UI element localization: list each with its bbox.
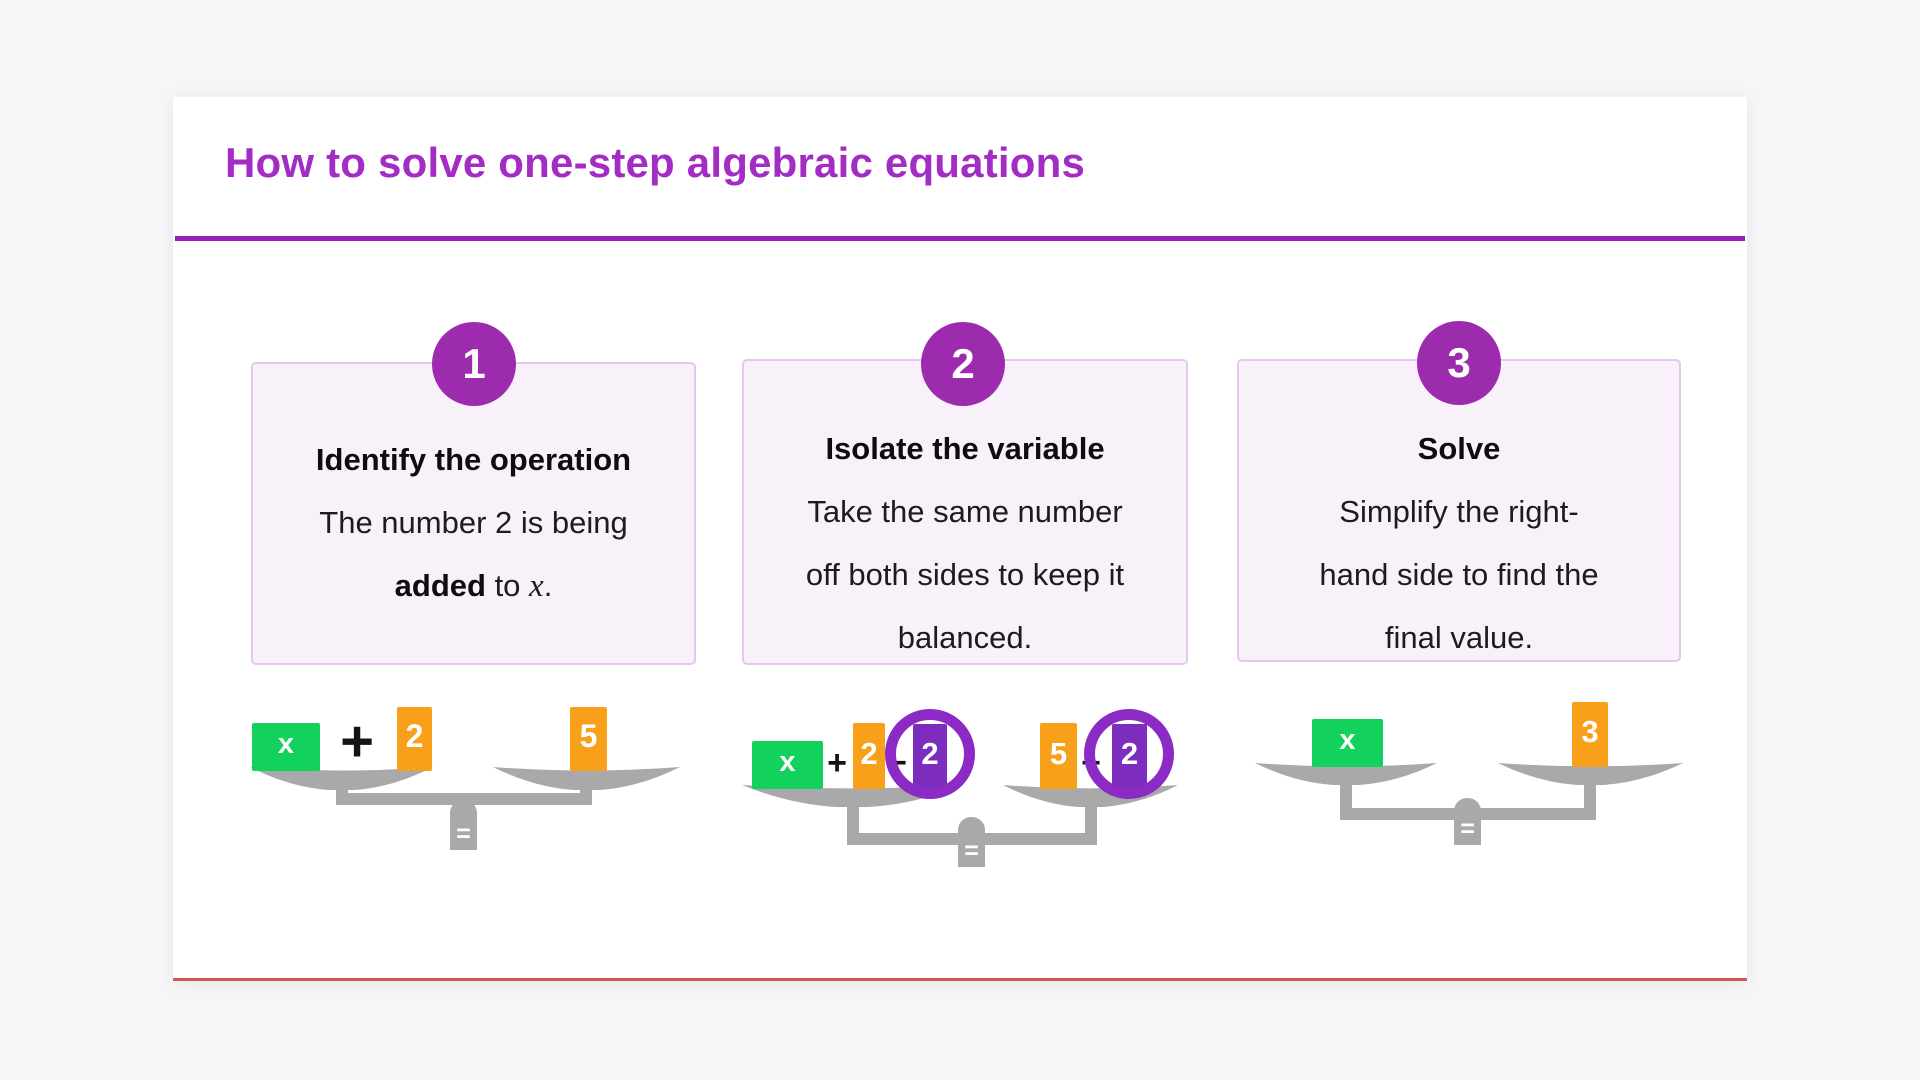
scale-pedestal: = <box>450 800 477 850</box>
balance-scale: = x 3 <box>1237 690 1687 865</box>
plus-operator: + <box>827 743 847 782</box>
balance-pan-icon <box>1498 762 1683 785</box>
weight-block-number: 5 <box>570 707 607 771</box>
equals-sign: = <box>1460 815 1475 843</box>
highlight-ring <box>1084 709 1174 799</box>
card-body-line: off both sides to keep it <box>805 557 1125 592</box>
card-body-line: Take the same number <box>807 494 1123 529</box>
plus-operator: + <box>340 708 374 774</box>
scale-stem <box>847 805 859 833</box>
card-body-line: Simplify the right- <box>1339 494 1579 529</box>
card-body-line: balanced. <box>897 620 1033 655</box>
card-body-line: The number 2 is being <box>319 505 628 540</box>
scale-stem <box>1085 805 1097 833</box>
balance-pan-icon <box>493 767 680 790</box>
card-title: Identify the operation <box>315 442 632 477</box>
balance-scale: = x + 2 − 2 5 − 2 <box>742 690 1192 867</box>
equals-sign: = <box>456 820 471 848</box>
balance-scale: = x + 2 5 <box>250 690 701 865</box>
weight-block-variable: x <box>1312 719 1383 767</box>
weight-block-number: 2 <box>397 707 432 771</box>
balance-pan-right <box>1498 762 1683 785</box>
card-title: Isolate the variable <box>825 431 1105 466</box>
step-card: Isolate the variable Take the same numbe… <box>742 359 1188 665</box>
scale-beam <box>336 793 592 805</box>
balance-pan-left <box>250 766 433 790</box>
weight-block-variable: x <box>752 741 823 789</box>
balance-pan-icon <box>250 767 433 790</box>
balance-pan-right <box>493 766 680 790</box>
card-body-line: hand side to find the <box>1319 557 1599 592</box>
card-body-line: added to x. <box>394 568 553 604</box>
page-title: How to solve one-step algebraic equation… <box>225 139 1086 186</box>
scale-pedestal: = <box>958 817 985 867</box>
step-number-badge: 3 <box>1417 321 1501 405</box>
step-number-badge: 2 <box>921 322 1005 406</box>
step-card: Identify the operation The number 2 is b… <box>251 362 696 665</box>
card-body-line: final value. <box>1384 620 1534 655</box>
weight-block-number: 5 <box>1040 723 1077 789</box>
weight-block-number: 3 <box>1572 702 1608 767</box>
header-divider <box>175 236 1745 241</box>
step-number-badge: 1 <box>432 322 516 406</box>
balance-pan-icon <box>1255 762 1437 785</box>
scale-stem <box>1340 782 1352 808</box>
scale-stem <box>1584 782 1596 808</box>
math-variable: x <box>529 568 544 604</box>
emphasis-text: added <box>394 568 486 603</box>
weight-block-number: 2 <box>853 723 885 789</box>
highlight-ring <box>885 709 975 799</box>
weight-block-variable: x <box>252 723 320 771</box>
equals-sign: = <box>964 837 979 865</box>
scale-pedestal: = <box>1454 798 1481 845</box>
balance-pan-left <box>1255 762 1437 785</box>
step-card: Solve Simplify the right- hand side to f… <box>1237 359 1681 662</box>
card-title: Solve <box>1417 431 1501 466</box>
content-panel: How to solve one-step algebraic equation… <box>173 97 1747 981</box>
